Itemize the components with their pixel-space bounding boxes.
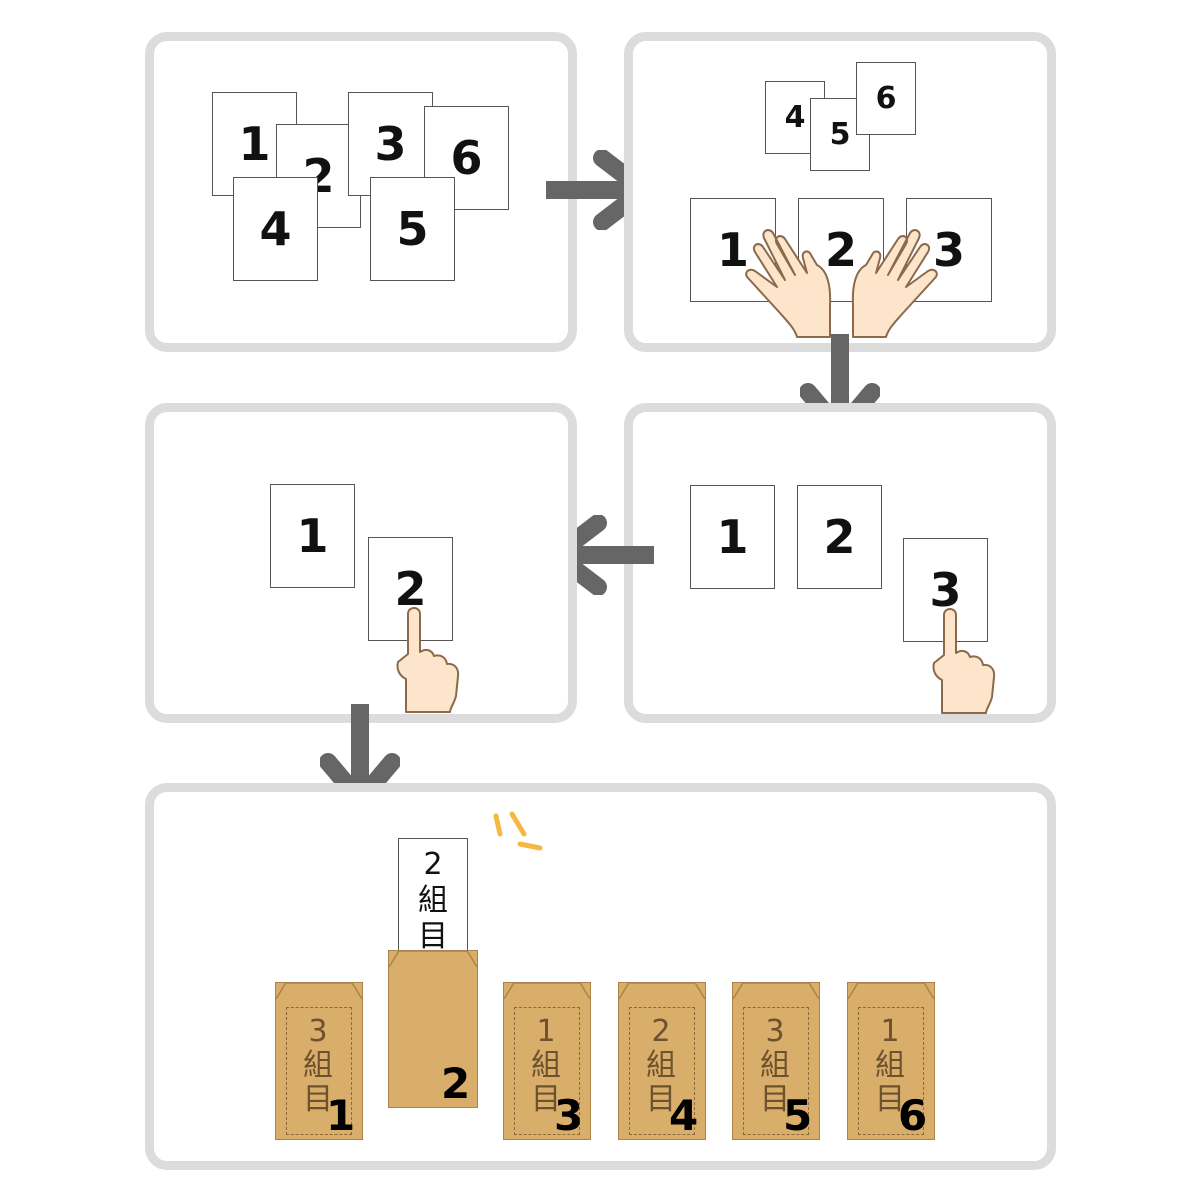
pointing-finger-icon: [396, 607, 460, 713]
group-slip: 2 組 目: [398, 838, 468, 963]
card-1: 1: [690, 485, 775, 589]
pointing-finger-icon: [932, 608, 996, 714]
envelope-label-area: [743, 1007, 809, 1135]
written-number: 3: [765, 1014, 785, 1049]
written-kumi: 組: [531, 1048, 561, 1083]
written-me: 目: [531, 1082, 561, 1117]
written-me: 目: [646, 1082, 676, 1117]
envelope-number: 3: [554, 1091, 584, 1140]
envelope-3: 1 組 目 3: [503, 982, 591, 1140]
card-2: 2: [797, 485, 882, 589]
envelope-written-group: 2 組 目: [631, 1015, 691, 1117]
envelope-label-area: [514, 1007, 580, 1135]
envelope-flap: [389, 951, 477, 967]
card-6-small: 6: [856, 62, 916, 135]
envelope-selected: 2: [388, 950, 478, 1108]
card-5: 5: [370, 177, 455, 281]
card-4: 4: [233, 177, 318, 281]
right-hand-icon: [851, 229, 938, 338]
envelope-written-group: 3 組 目: [288, 1015, 348, 1117]
card-3-large: 3: [906, 198, 992, 302]
written-me: 目: [760, 1082, 790, 1117]
envelope-label-area: [858, 1007, 924, 1135]
envelope-label-area: [629, 1007, 695, 1135]
slip-group-number: 2: [423, 847, 443, 882]
envelope-number: 2: [441, 1059, 471, 1108]
written-number: 1: [880, 1014, 900, 1049]
envelope-flap: [504, 983, 590, 999]
written-kumi: 組: [646, 1048, 676, 1083]
envelope-number: 1: [326, 1091, 356, 1140]
written-number: 3: [308, 1014, 328, 1049]
envelope-flap: [276, 983, 362, 999]
envelope-number: 6: [898, 1091, 928, 1140]
card-2: 2: [368, 537, 453, 641]
envelope-flap: [848, 983, 934, 999]
written-kumi: 組: [760, 1048, 790, 1083]
written-me: 目: [303, 1082, 333, 1117]
envelope-6: 1 組 目 6: [847, 982, 935, 1140]
written-number: 2: [651, 1014, 671, 1049]
envelope-written-group: 3 組 目: [745, 1015, 805, 1117]
card-1: 1: [270, 484, 355, 588]
envelope-written-group: 1 組 目: [860, 1015, 920, 1117]
envelope-label-area: [286, 1007, 352, 1135]
slip-kumi: 組: [418, 883, 448, 918]
envelope-flap: [733, 983, 819, 999]
step-4-panel: [145, 403, 577, 723]
envelope-written-group: 1 組 目: [516, 1015, 576, 1117]
envelope-number: 4: [669, 1091, 699, 1140]
sparkle-icon: [493, 811, 543, 851]
envelope-4: 2 組 目 4: [618, 982, 706, 1140]
written-kumi: 組: [303, 1048, 333, 1083]
left-hand-icon: [745, 229, 832, 338]
written-number: 1: [536, 1014, 556, 1049]
written-me: 目: [875, 1082, 905, 1117]
step-5-panel: [145, 783, 1056, 1170]
envelope-number: 5: [783, 1091, 813, 1140]
envelope-5: 3 組 目 5: [732, 982, 820, 1140]
slip-me: 目: [418, 919, 448, 954]
written-kumi: 組: [875, 1048, 905, 1083]
envelope-flap: [619, 983, 705, 999]
envelope-1: 3 組 目 1: [275, 982, 363, 1140]
